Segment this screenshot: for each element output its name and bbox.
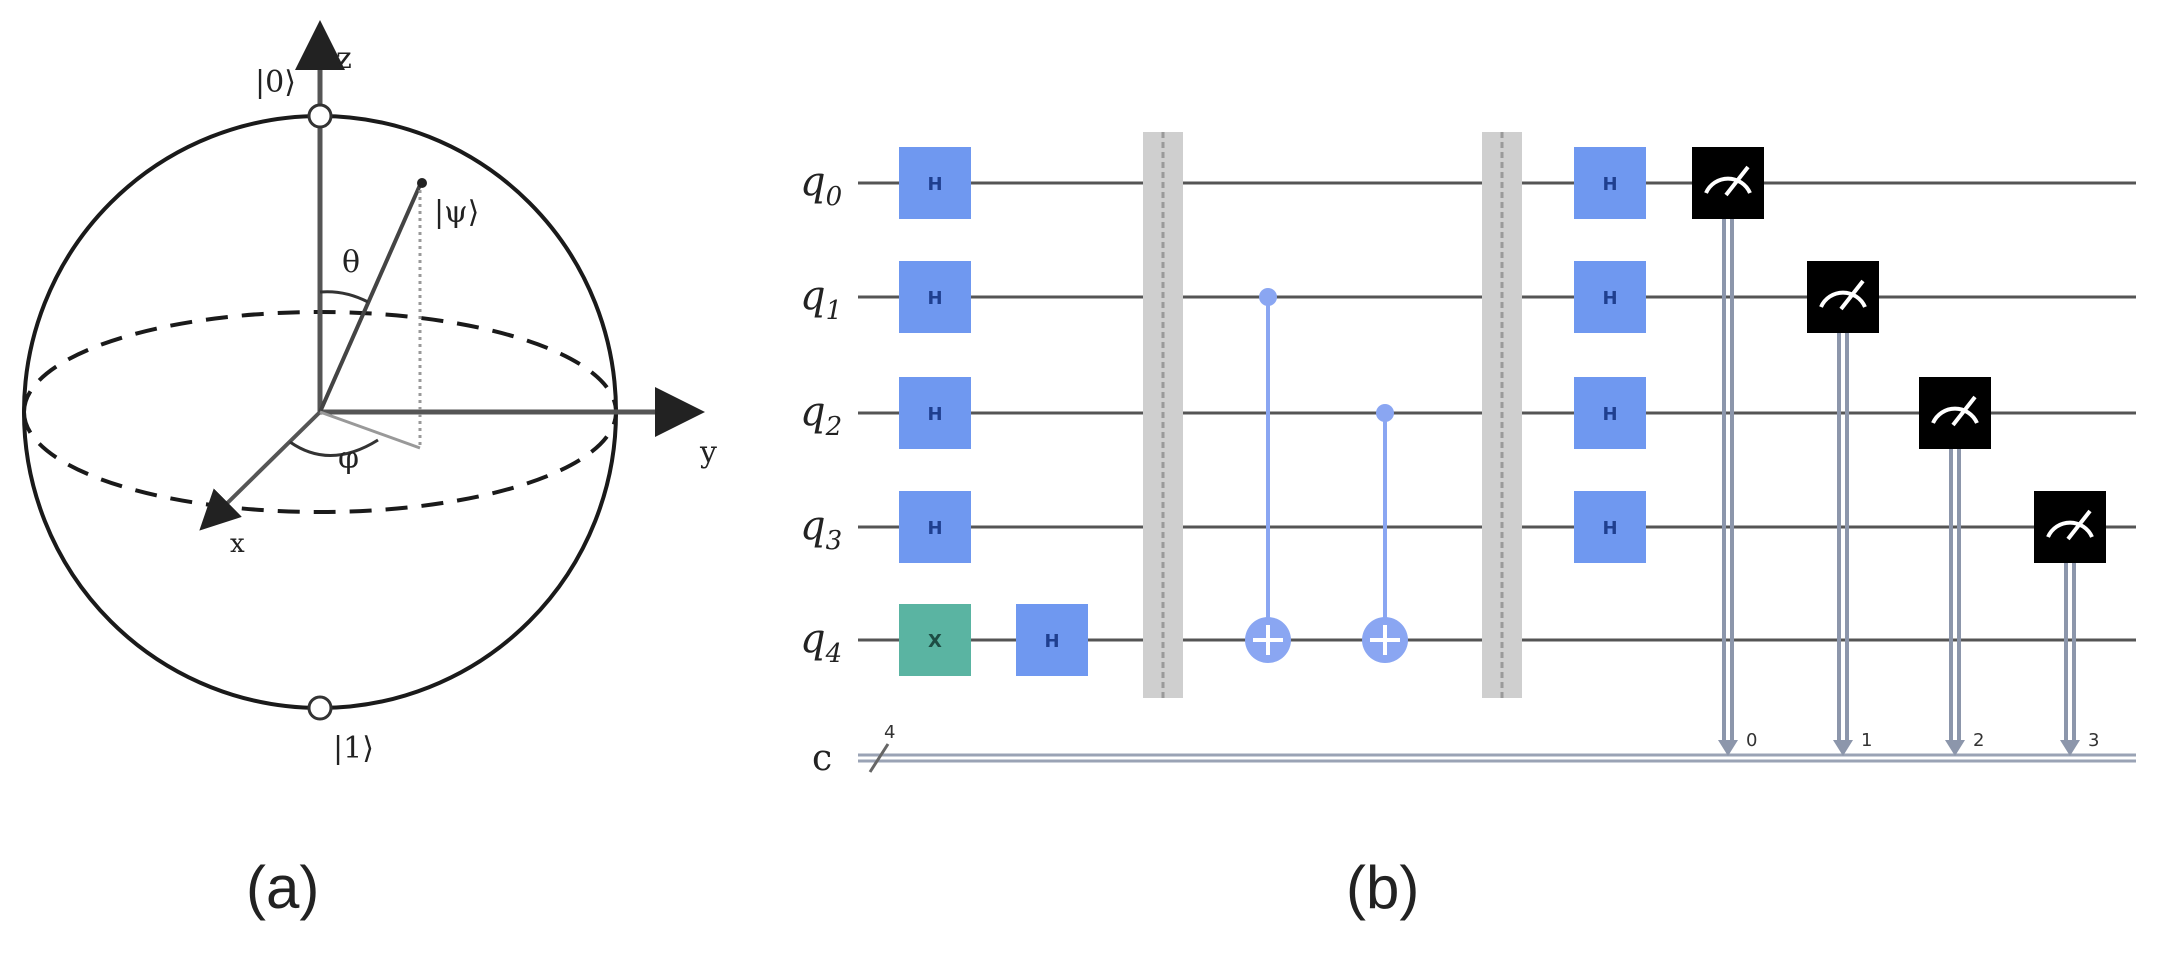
caption-a: (a) [246, 854, 319, 921]
pole-zero [307, 103, 333, 129]
meter-needle-icon [1724, 165, 1750, 197]
hadamard-gate-first-3 [899, 491, 971, 563]
meter-dial-icon [1819, 290, 1867, 308]
hadamard-gate-label: H [927, 518, 942, 539]
caption-b: (b) [1346, 854, 1419, 921]
hadamard-gate-label: H [1602, 174, 1617, 195]
hadamard-gate-second-3 [1574, 491, 1646, 563]
meter-needle-icon [1839, 279, 1865, 311]
hadamard-gate-second-1 [1574, 261, 1646, 333]
qubit-name: q [800, 616, 826, 662]
qubit-label-1: q1 [800, 273, 842, 326]
qubit-index: 1 [826, 296, 843, 326]
hadamard-gate-label: H [927, 404, 942, 425]
measure-arrow-2 [1945, 740, 1965, 756]
cnot-control-q1 [1259, 288, 1277, 306]
qubit-index: 2 [825, 412, 843, 442]
hadamard-gate-label: H [1602, 404, 1617, 425]
qubit-index: 3 [826, 526, 843, 556]
measure-gate-1 [1807, 261, 1879, 333]
hadamard-gate-label: H [1044, 631, 1059, 652]
classical-width-label: 4 [884, 722, 895, 743]
state-point [417, 178, 427, 188]
qubit-label-0: q0 [800, 159, 842, 212]
bloch-sphere: z y x |0⟩ |1⟩ |ψ⟩ θ φ [22, 20, 717, 766]
qubit-name: q [800, 159, 826, 205]
ket-psi-label: |ψ⟩ [434, 195, 479, 230]
phi-label: φ [338, 441, 359, 476]
hadamard-gate-second-2 [1574, 377, 1646, 449]
classical-register-label: c [812, 738, 832, 779]
hadamard-gate-first-2 [899, 377, 971, 449]
qubit-label-2: q2 [800, 389, 842, 442]
measure-arrow-0 [1718, 740, 1738, 756]
axis-y-label: y [699, 435, 717, 470]
qubit-label-4: q4 [800, 616, 842, 669]
axis-x-label: x [230, 529, 245, 559]
ket-zero-label: |0⟩ [255, 65, 296, 100]
measure-gate-0 [1692, 147, 1764, 219]
qubit-name: q [800, 503, 826, 549]
meter-dial-icon [2046, 520, 2094, 538]
ket-one-label: |1⟩ [333, 731, 374, 766]
hadamard-gate-first-1 [899, 261, 971, 333]
meter-dial-icon [1704, 176, 1752, 194]
meter-needle-icon [1951, 395, 1977, 427]
x-gate-q4 [899, 604, 971, 676]
phi-arc [289, 438, 379, 457]
pole-one [307, 695, 333, 721]
qubit-name: q [800, 273, 826, 319]
meter-needle-icon [2066, 509, 2092, 541]
theta-label: θ [342, 245, 360, 280]
cnot-control-q2 [1376, 404, 1394, 422]
measure-gate-2 [1919, 377, 1991, 449]
hadamard-gate-second-0 [1574, 147, 1646, 219]
measure-arrow-3 [2060, 740, 2080, 756]
measure-bit-label-0: 0 [1746, 730, 1757, 751]
measure-bit-label-1: 1 [1861, 730, 1872, 751]
hadamard-gate-label: H [927, 174, 942, 195]
hadamard-gate-label: H [1602, 288, 1617, 309]
measure-gate-3 [2034, 491, 2106, 563]
measure-bit-label-2: 2 [1973, 730, 1984, 751]
measure-bit-label-3: 3 [2088, 730, 2099, 751]
state-vector [318, 184, 422, 413]
qubit-label-3: q3 [800, 503, 842, 556]
projection-floor [319, 410, 421, 450]
theta-arc [319, 290, 369, 304]
classical-width-slash [868, 743, 890, 773]
x-gate-label: X [928, 631, 942, 652]
equator-front [22, 411, 618, 514]
qubit-index: 0 [826, 182, 843, 212]
meter-dial-icon [1931, 406, 1979, 424]
hadamard-gate-q4-second [1016, 604, 1088, 676]
hadamard-gate-label: H [1602, 518, 1617, 539]
hadamard-gate-label: H [927, 288, 942, 309]
axis-z-label: z [336, 41, 352, 76]
x-axis [199, 410, 322, 531]
measure-arrow-1 [1833, 740, 1853, 756]
qubit-name: q [800, 389, 826, 435]
qubit-index: 4 [825, 639, 843, 669]
hadamard-gate-first-0 [899, 147, 971, 219]
